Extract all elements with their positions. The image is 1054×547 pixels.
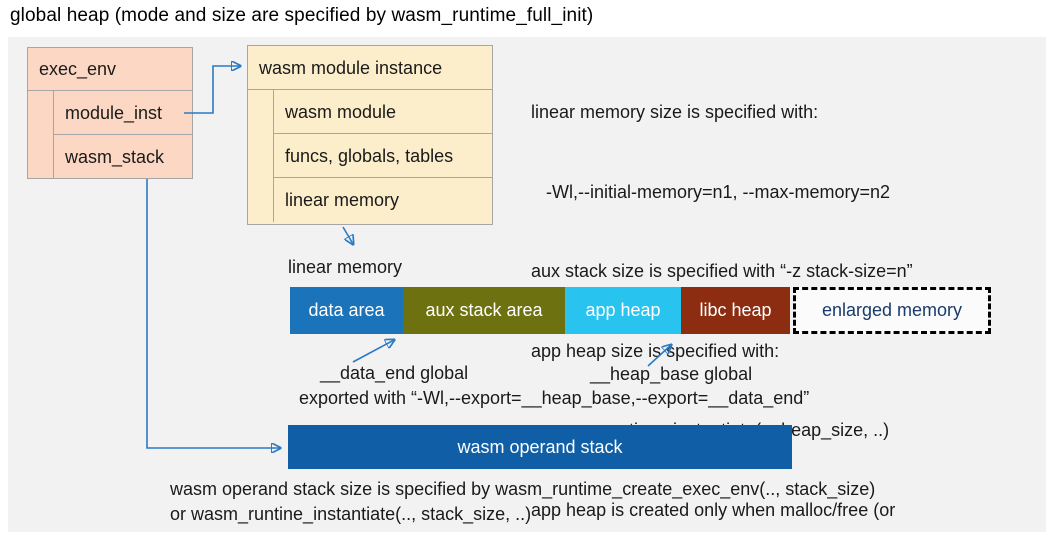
instance-row-linear-memory: linear memory (273, 178, 492, 222)
wasm-operand-stack-bar: wasm operand stack (288, 425, 792, 469)
diagram-title: global heap (mode and size are specified… (10, 5, 594, 26)
exec-env-box: exec_env module_inst wasm_stack (27, 47, 193, 179)
instance-row-wasm-module: wasm module (273, 90, 492, 134)
operand-stack-footnote: wasm operand stack size is specified by … (170, 477, 875, 527)
enlarged-memory-box: enlarged memory (793, 287, 991, 334)
exec-env-rows: module_inst wasm_stack (53, 91, 192, 179)
note-line: app heap is created only when malloc/fre… (531, 499, 896, 520)
note-line: linear memory size is specified with: (531, 102, 819, 122)
exec-env-row-module-inst: module_inst (53, 91, 192, 135)
enlarged-memory-label: enlarged memory (821, 300, 963, 320)
memory-segment-libc-heap: libc heap (681, 287, 790, 334)
data-end-global-label: __data_end global (320, 363, 469, 383)
footnote-line-2: or wasm_runtine_instantiate(.., stack_si… (170, 504, 532, 524)
wasm-module-instance-box: wasm module instance wasm module funcs, … (247, 45, 493, 225)
memory-segment-aux-stack-area: aux stack area (403, 287, 565, 334)
memory-segment-data-area: data area (290, 287, 403, 334)
memory-segment-app-heap: app heap (565, 287, 681, 334)
footnote-line-1: wasm operand stack size is specified by … (170, 479, 876, 499)
exported-flags-label: exported with “-Wl,--export=__heap_base,… (299, 388, 810, 408)
note-line: -Wl,--initial-memory=n1, --max-memory=n2 (531, 181, 891, 202)
note-line: aux stack size is specified with “-z sta… (531, 261, 913, 281)
linear-memory-label: linear memory (288, 257, 403, 277)
exec-env-header: exec_env (28, 48, 192, 91)
note-line: app heap size is specified with: (531, 340, 780, 361)
instance-row-funcs-globals-tables: funcs, globals, tables (273, 134, 492, 178)
wasm-module-instance-rows: wasm module funcs, globals, tables linea… (273, 90, 492, 222)
wasm-module-instance-header: wasm module instance (248, 46, 492, 90)
exec-env-row-wasm-stack: wasm_stack (53, 135, 192, 179)
heap-base-global-label: __heap_base global (590, 364, 753, 384)
